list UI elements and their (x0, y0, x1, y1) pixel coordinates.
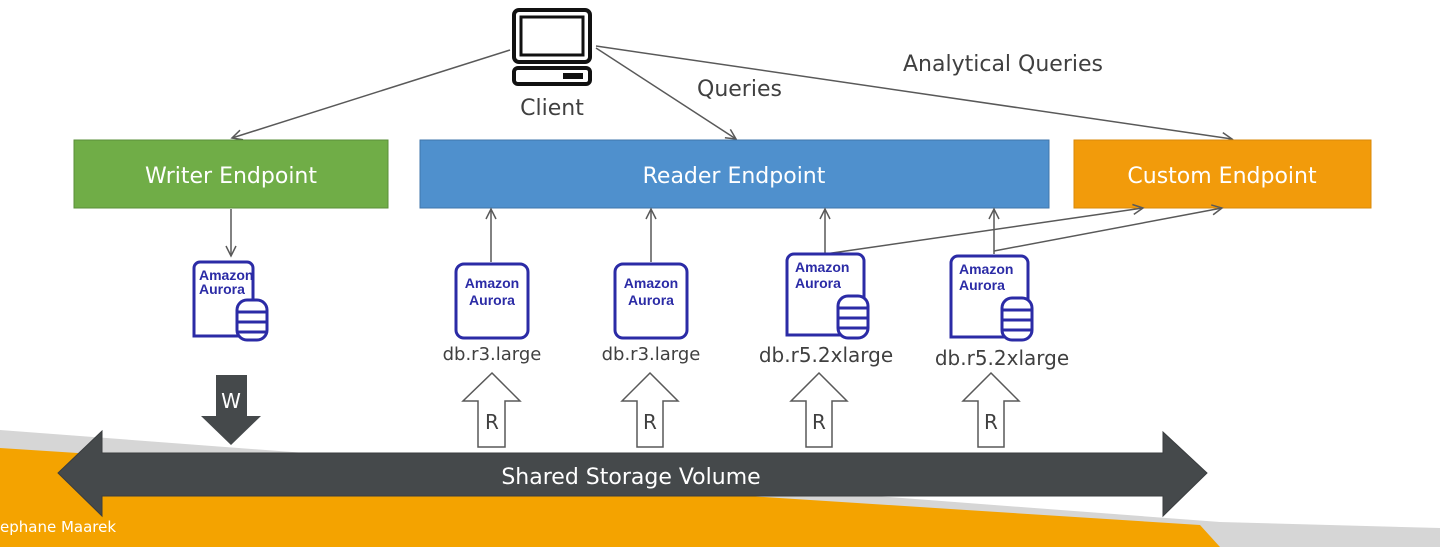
instance-type-label: db.r5.2xlarge (935, 346, 1069, 370)
read-arrow-label: R (485, 410, 499, 434)
read-arrow: R (461, 371, 522, 448)
database-icon (1000, 296, 1034, 342)
edge-client-writer (230, 49, 511, 141)
reader-endpoint-label: Reader Endpoint (643, 164, 826, 189)
read-arrow-label: R (812, 410, 826, 434)
aurora-brand-line2: Aurora (199, 281, 245, 297)
computer-icon (512, 8, 592, 86)
read-arrow-label: R (643, 410, 657, 434)
aurora-instance-reader-2[interactable]: Amazon Aurora (613, 262, 689, 340)
aurora-brand-line2: Aurora (795, 275, 841, 291)
database-icon (836, 294, 870, 340)
edge-client-reader (595, 47, 738, 140)
queries-label: Queries (697, 77, 782, 102)
aurora-instance-reader-4[interactable]: Amazon Aurora (949, 254, 1034, 342)
shared-storage-label: Shared Storage Volume (501, 465, 760, 490)
aurora-instance-reader-3[interactable]: Amazon Aurora (785, 252, 870, 340)
aurora-instance-reader-1[interactable]: Amazon Aurora (454, 262, 530, 340)
aurora-brand-line1: Amazon (624, 275, 678, 291)
edge-instance3-custom (824, 203, 1145, 255)
read-arrow: R (620, 371, 680, 448)
author-footer: ephane Maarek (0, 518, 117, 536)
reader-endpoint[interactable]: Reader Endpoint (419, 139, 1050, 209)
aurora-brand-line1: Amazon (959, 261, 1013, 277)
aurora-instance-writer[interactable]: Amazon Aurora (192, 260, 269, 342)
aurora-brand-line1: Amazon (465, 275, 519, 291)
custom-endpoint-label: Custom Endpoint (1127, 164, 1317, 189)
aurora-brand-line1: Amazon (795, 259, 849, 275)
read-arrow: R (789, 371, 849, 448)
read-arrow-label: R (984, 410, 998, 434)
analytical-queries-label: Analytical Queries (903, 52, 1103, 77)
instance-type-label: db.r3.large (443, 344, 542, 365)
client-label: Client (520, 96, 584, 121)
writer-endpoint-label: Writer Endpoint (145, 164, 317, 189)
edge-client-custom (595, 45, 1234, 144)
read-arrow: R (961, 371, 1021, 448)
write-arrow: W (201, 375, 261, 445)
write-arrow-label: W (221, 389, 241, 413)
instance-type-label: db.r5.2xlarge (759, 343, 893, 367)
instance-type-label: db.r3.large (602, 344, 701, 365)
shared-storage-volume: Shared Storage Volume (57, 429, 1208, 518)
aurora-brand-line2: Aurora (469, 292, 515, 308)
aurora-brand-line1: Amazon (199, 267, 253, 283)
aurora-brand-line2: Aurora (959, 277, 1005, 293)
aurora-brand-line2: Aurora (628, 292, 674, 308)
database-icon (235, 298, 269, 342)
writer-endpoint[interactable]: Writer Endpoint (73, 139, 389, 209)
edge-instance4-custom (993, 204, 1224, 252)
custom-endpoint[interactable]: Custom Endpoint (1073, 139, 1372, 209)
